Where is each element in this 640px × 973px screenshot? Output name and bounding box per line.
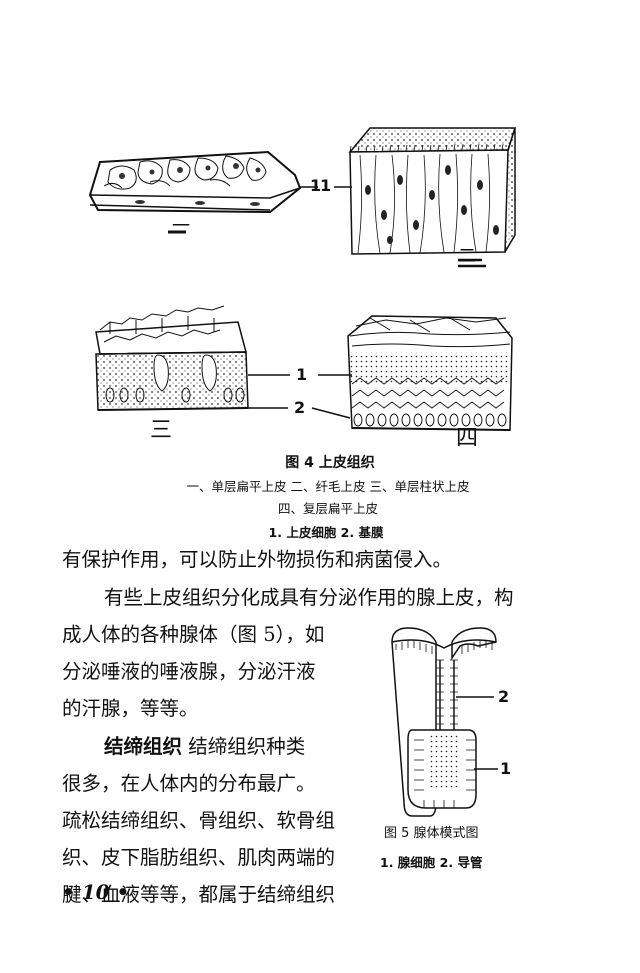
- panel-simple-columnar: [95, 305, 290, 411]
- body-line-6-rest: 结缔组织种类: [182, 735, 306, 758]
- body-line-4: 分泌唾液的唾液腺，分泌汗液: [62, 660, 316, 683]
- fig4-caption-legend: 1. 上皮细胞 2. 基膜: [268, 525, 384, 540]
- fig4-label-1b: 1: [320, 176, 332, 195]
- fig5-caption-title: 图 5 腺体模式图: [384, 826, 479, 841]
- panel-label-4: 四: [456, 426, 479, 451]
- fig5-label-2: 2: [498, 687, 510, 706]
- fig4-label-1c: 1: [296, 365, 308, 384]
- fig5-caption-legend: 1. 腺细胞 2. 导管: [380, 855, 483, 870]
- fig4-label-1a: 1: [310, 176, 322, 195]
- panel-simple-squamous: [88, 150, 318, 234]
- fig4-caption-line1: 一、单层扁平上皮 二、纤毛上皮 三、单层柱状上皮: [186, 479, 470, 494]
- panel-label-1: 一: [172, 216, 190, 237]
- body-line-2: 有些上皮组织分化成具有分泌作用的腺上皮，构: [104, 586, 514, 609]
- fig4-caption-title: 图 4 上皮组织: [285, 455, 375, 471]
- panel-label-2: 二: [458, 246, 476, 267]
- panel-label-3: 三: [150, 418, 173, 443]
- body-line-1: 有保护作用，可以防止外物损伤和病菌侵入。: [62, 548, 453, 571]
- panel-stratified-squamous: [311, 315, 513, 431]
- body-line-3: 成人体的各种腺体（图 5），如: [62, 623, 325, 646]
- body-line-7: 很多，在人体内的分布最广。: [62, 772, 316, 795]
- fig5-label-1: 1: [500, 759, 512, 778]
- fig4-caption-line2: 四、复层扁平上皮: [277, 501, 378, 516]
- body-line-10: 腱、血液等等，都属于结缔组织: [62, 883, 336, 906]
- body-line-5: 的汗腺，等等。: [62, 697, 199, 720]
- body-line-9: 织、皮下脂肪组织、肌肉两端的: [62, 846, 336, 869]
- page-number: • 10 •: [62, 880, 130, 904]
- fig4-label-2: 2: [294, 398, 306, 417]
- figure-5-gland: [391, 627, 498, 817]
- body-line-8: 疏松结缔组织、骨组织、软骨组: [62, 809, 336, 832]
- term-connective-tissue: 结缔组织: [104, 735, 183, 758]
- panel-ciliated: [334, 127, 517, 268]
- body-line-6: 结缔组织 结缔组织种类: [104, 737, 305, 757]
